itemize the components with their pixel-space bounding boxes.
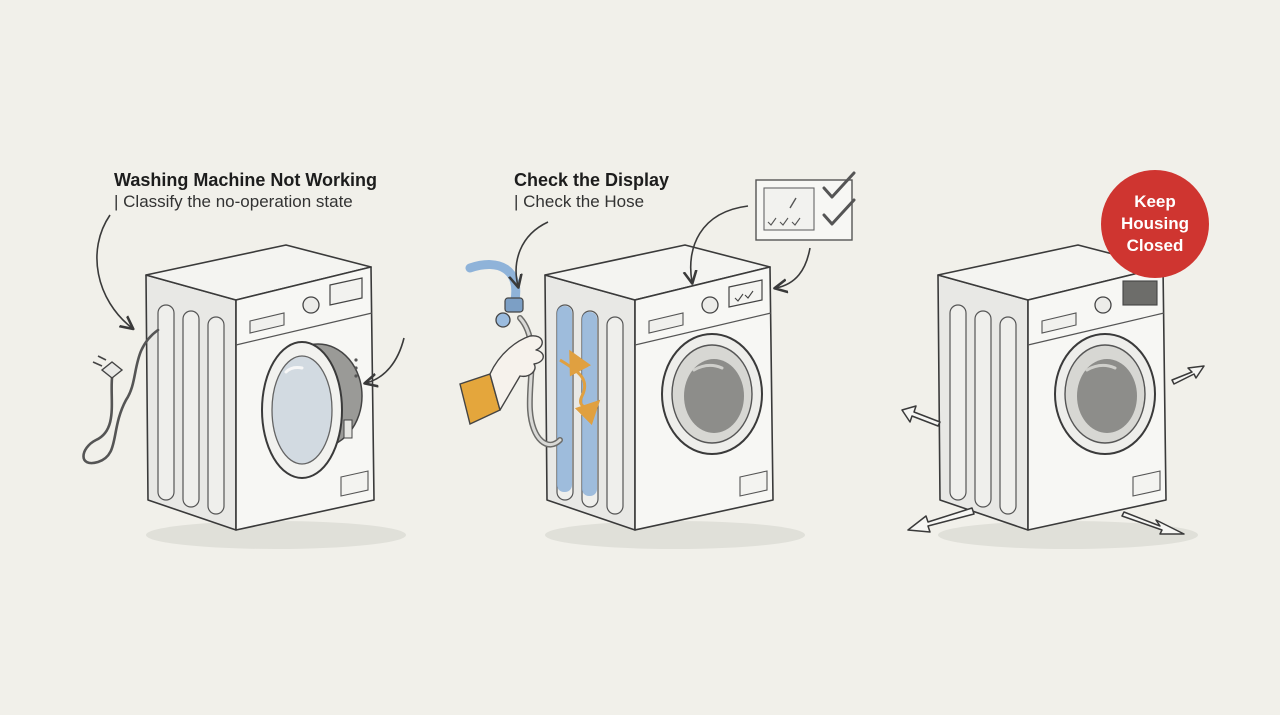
washer-open-door	[145, 244, 407, 550]
pointer-arrow	[516, 221, 549, 286]
display-callout	[755, 171, 856, 241]
pointer-arrow	[366, 337, 405, 383]
keep-housing-closed-badge: Keep Housing Closed	[1101, 170, 1209, 278]
panel-1-subtitle: | Classify the no-operation state	[114, 192, 353, 211]
badge-line-3: Closed	[1126, 236, 1184, 255]
pointer-arrow	[776, 247, 811, 288]
checkmark-icon	[822, 198, 856, 226]
pointer-arrow	[96, 214, 132, 328]
washer-closed-door	[544, 244, 806, 550]
panel-1-title: Washing Machine Not Working	[114, 170, 378, 190]
checkmark-icon	[822, 171, 856, 199]
panel-2-subtitle: | Check the Hose	[514, 192, 645, 211]
panel-2-title: Check the Display	[514, 170, 670, 190]
power-plug-icon	[82, 328, 160, 465]
washer-housing-closed	[937, 244, 1199, 550]
badge-line-2: Housing	[1121, 214, 1189, 233]
move-arrow-icon	[559, 349, 601, 426]
move-arrow-icon	[901, 365, 1205, 535]
badge-line-1: Keep	[1134, 192, 1176, 211]
pointer-arrow	[691, 205, 749, 282]
panel-2-caption: Check the Display | Check the Hose	[514, 169, 669, 213]
panel-1-caption: Washing Machine Not Working | Classify t…	[114, 169, 377, 213]
hand-icon	[459, 335, 544, 425]
